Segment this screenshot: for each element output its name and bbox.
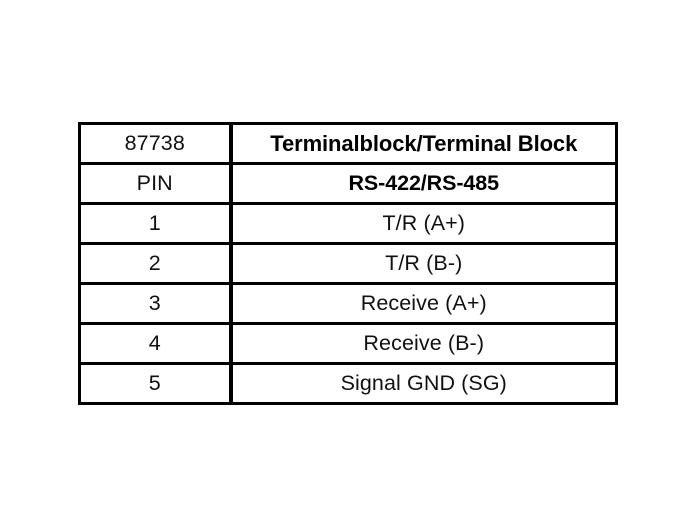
pin-signal-cell: Signal GND (SG) xyxy=(228,362,618,405)
signal-standard-header: RS-422/RS-485 xyxy=(228,162,618,205)
pin-signal-cell: Receive (B-) xyxy=(228,322,618,365)
part-number-cell: 87738 xyxy=(78,122,233,165)
pin-number-cell: 2 xyxy=(78,242,233,285)
pin-number-cell: 4 xyxy=(78,322,233,365)
table-row-subhead: PIN RS-422/RS-485 xyxy=(78,162,618,205)
pin-signal-cell: T/R (B-) xyxy=(228,242,618,285)
pin-number-cell: 5 xyxy=(78,362,233,405)
pin-number-cell: 3 xyxy=(78,282,233,325)
pin-number-cell: 1 xyxy=(78,202,233,245)
table-row: 2 T/R (B-) xyxy=(78,242,618,285)
connector-type-cell: Terminalblock/Terminal Block xyxy=(228,122,618,165)
pin-signal-cell: Receive (A+) xyxy=(228,282,618,325)
table-row: 1 T/R (A+) xyxy=(78,202,618,245)
pinout-table-body: 87738 Terminalblock/Terminal Block PIN R… xyxy=(78,122,618,405)
pin-signal-cell: T/R (A+) xyxy=(228,202,618,245)
pin-column-header: PIN xyxy=(78,162,233,205)
table-row-title: 87738 Terminalblock/Terminal Block xyxy=(78,122,618,165)
table-row: 3 Receive (A+) xyxy=(78,282,618,325)
pinout-table: 87738 Terminalblock/Terminal Block PIN R… xyxy=(78,122,618,405)
table-row: 4 Receive (B-) xyxy=(78,322,618,365)
table-row: 5 Signal GND (SG) xyxy=(78,362,618,405)
